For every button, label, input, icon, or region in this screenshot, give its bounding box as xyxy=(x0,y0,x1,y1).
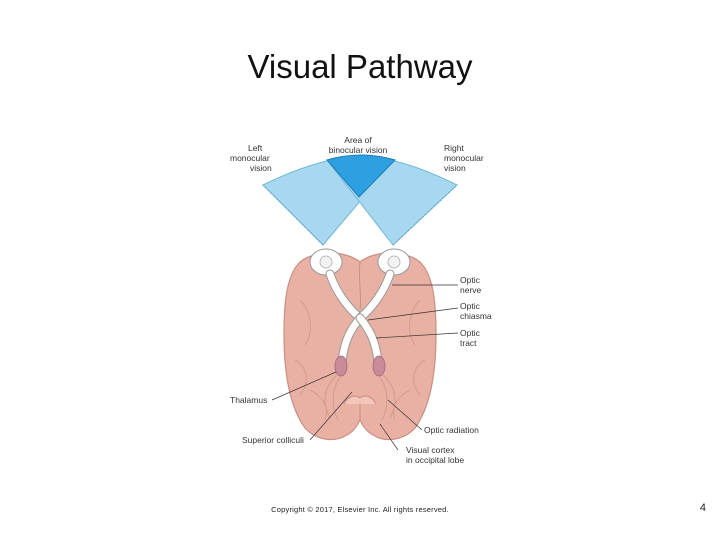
thalamus-nuclei xyxy=(334,355,386,377)
label-visual-cortex-line2: in occipital lobe xyxy=(406,455,464,465)
label-right-monocular-line2: monocular xyxy=(444,153,484,163)
label-superior-colliculi: Superior colliculi xyxy=(242,435,304,445)
label-left-monocular-line3: vision xyxy=(250,163,272,173)
label-optic-tract-line2: tract xyxy=(460,338,477,348)
label-left-monocular-line2: monocular xyxy=(230,153,270,163)
page-number: 4 xyxy=(699,502,706,514)
slide-title: Visual Pathway xyxy=(247,48,473,85)
brain xyxy=(283,252,437,441)
labels: Area of binocular vision Left monocular … xyxy=(230,135,492,465)
label-left-monocular-line1: Left xyxy=(248,143,263,153)
leader-lines xyxy=(271,284,459,451)
label-optic-nerve-line1: Optic xyxy=(460,275,481,285)
label-optic-chiasma-line1: Optic xyxy=(460,301,481,311)
label-right-monocular-line3: vision xyxy=(444,163,466,173)
label-thalamus: Thalamus xyxy=(230,395,267,405)
copyright-notice: Copyright © 2017, Elsevier Inc. All righ… xyxy=(271,505,449,514)
left-thalamus xyxy=(334,355,348,377)
label-area-binocular-line2: binocular vision xyxy=(329,145,388,155)
binocular-vision-area xyxy=(326,154,396,198)
eyes xyxy=(309,248,411,276)
label-right-monocular-line1: Right xyxy=(444,143,464,153)
visual-fields xyxy=(262,154,458,246)
label-optic-tract-line1: Optic xyxy=(460,328,481,338)
label-visual-cortex-line1: Visual cortex xyxy=(406,445,455,455)
label-area-binocular-line1: Area of xyxy=(344,135,372,145)
right-thalamus xyxy=(372,355,386,377)
label-optic-chiasma-line2: chiasma xyxy=(460,311,492,321)
label-optic-radiation: Optic radiation xyxy=(424,425,479,435)
label-optic-nerve-line2: nerve xyxy=(460,285,482,295)
